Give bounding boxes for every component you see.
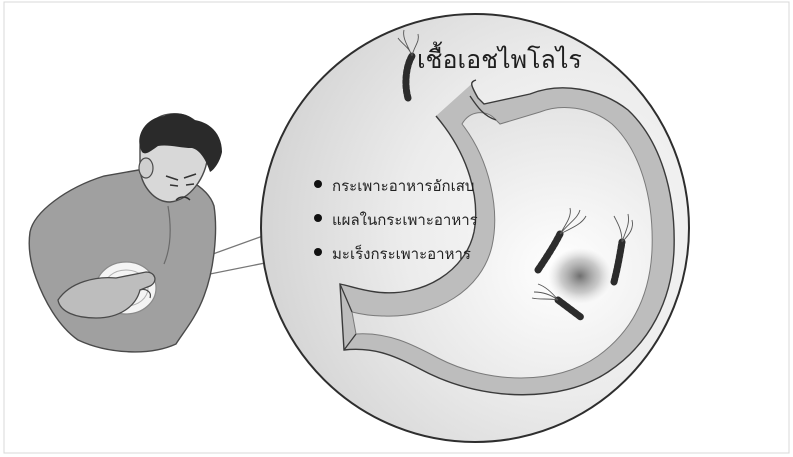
person-figure: [29, 113, 222, 352]
condition-item-gastritis: กระเพาะอาหารอักเสบ: [314, 174, 478, 208]
ulcer-spot: [548, 248, 612, 304]
condition-item-peptic-ulcer: แผลในกระเพาะอาหาร: [314, 208, 478, 242]
bacteria-title: เชื้อเอชไพโลไร: [417, 40, 582, 80]
shirt: [29, 168, 215, 352]
condition-list: กระเพาะอาหารอักเสบ แผลในกระเพาะอาหาร มะเ…: [314, 174, 478, 276]
condition-item-stomach-cancer: มะเร็งกระเพาะอาหาร: [314, 242, 478, 276]
